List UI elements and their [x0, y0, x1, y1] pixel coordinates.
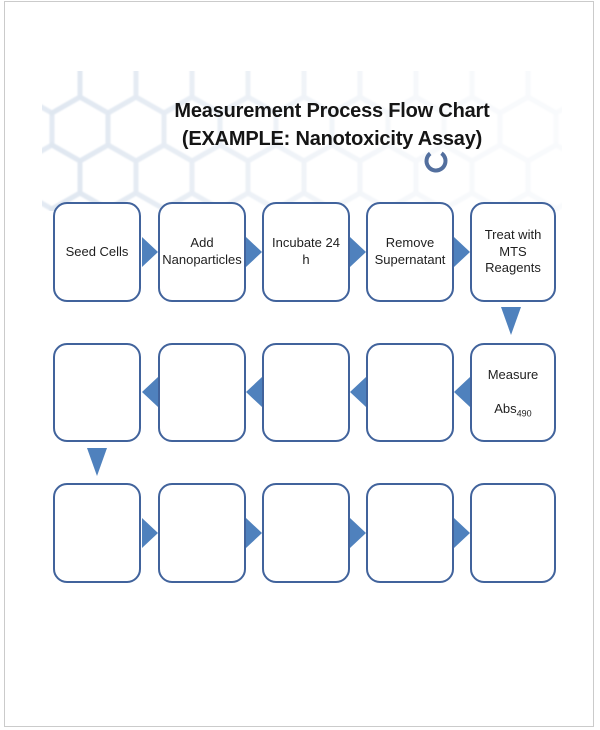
arrow-left-icon [454, 377, 470, 407]
arrow-right-icon [350, 237, 366, 267]
arrow-right-icon [142, 518, 158, 548]
flow-box-treat-mts: Treat with MTS Reagents [470, 202, 556, 302]
arrow-down-icon [87, 448, 107, 476]
measure-abs-label: Measure Abs490 [488, 350, 539, 434]
measure-line-2: Abs490 [494, 400, 532, 419]
flow-box-empty [366, 483, 454, 583]
arrow-down-icon [501, 307, 521, 335]
title-line-2: (EXAMPLE: Nanotoxicity Assay) [181, 128, 483, 150]
chart-title: Measurement Process Flow Chart (EXAMPLE:… [80, 97, 584, 153]
arrow-right-icon [350, 518, 366, 548]
measure-line-1: Measure [487, 367, 539, 383]
flow-box-empty [158, 483, 246, 583]
flow-box-seed-cells: Seed Cells [53, 202, 141, 302]
flow-box-empty [158, 343, 246, 442]
arrow-right-icon [454, 237, 470, 267]
arrow-left-icon [142, 377, 158, 407]
title-line-1: Measurement Process Flow Chart [174, 100, 490, 122]
flow-box-empty [366, 343, 454, 442]
flow-box-incubate: Incubate 24 h [262, 202, 350, 302]
flow-box-empty [53, 483, 141, 583]
flow-box-add-nanoparticles: Add Nanoparticles [158, 202, 246, 302]
flow-box-measure-abs: Measure Abs490 [470, 343, 556, 442]
arrow-right-icon [246, 237, 262, 267]
arrow-right-icon [454, 518, 470, 548]
flow-box-empty [262, 343, 350, 442]
flow-box-empty [53, 343, 141, 442]
arrow-right-icon [142, 237, 158, 267]
arrow-right-icon [246, 518, 262, 548]
arrow-left-icon [350, 377, 366, 407]
arrow-left-icon [246, 377, 262, 407]
flow-box-remove-supernatant: Remove Supernatant [366, 202, 454, 302]
flow-box-empty [470, 483, 556, 583]
abs-subscript: 490 [516, 408, 532, 419]
flow-box-empty [262, 483, 350, 583]
